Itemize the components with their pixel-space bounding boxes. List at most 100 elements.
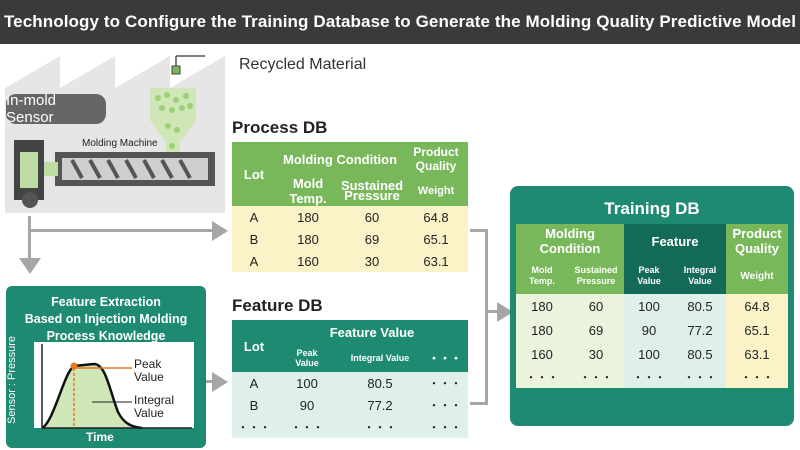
cell: 63.1: [726, 342, 788, 366]
process-weight-header: Weight: [404, 176, 469, 206]
process-lot-header: Lot: [232, 142, 276, 206]
cell: ・・・: [568, 366, 624, 388]
cell: ・・・: [726, 366, 788, 388]
cell: 69: [568, 318, 624, 342]
table-row: 180 60 100 80.5 64.8: [516, 294, 788, 318]
cell: 90: [624, 318, 674, 342]
cell: 30: [340, 250, 405, 272]
cell: 77.2: [674, 318, 726, 342]
recycled-material-label: Recycled Material: [239, 56, 367, 73]
time-axis-label: Time: [86, 430, 114, 444]
process-pq-line2: Quality: [415, 159, 457, 173]
cell: ・・・: [516, 366, 568, 388]
cell: ・・・: [232, 416, 276, 438]
merge-line-top: [470, 229, 488, 232]
training-sustained-line1: Sustained: [574, 265, 618, 275]
cell: 64.8: [404, 206, 469, 228]
cell: 100: [624, 342, 674, 366]
cell: 180: [276, 228, 340, 250]
training-molding-line2: Condition: [539, 241, 601, 256]
training-mold-line2: Temp.: [529, 276, 555, 286]
feature-integral-header: Integral Value: [338, 344, 422, 372]
training-product-line1: Product: [732, 226, 782, 241]
cell: ・・・: [422, 372, 469, 394]
cell: 80.5: [338, 372, 422, 394]
process-sustained-line1: Sustained: [340, 178, 404, 193]
feature-extraction-line3: Process Knowledge: [46, 329, 166, 343]
cell: 65.1: [726, 318, 788, 342]
training-molding-line1: Molding: [545, 226, 595, 241]
table-row: B 90 77.2 ・・・: [232, 394, 469, 416]
arrow-down-head: [19, 258, 41, 274]
arrow-down-line: [28, 216, 31, 266]
cell: 100: [624, 294, 674, 318]
integral-label-line1: Integral: [134, 393, 175, 407]
process-molding-condition-header: Molding Condition: [276, 142, 405, 176]
cell: 30: [568, 342, 624, 366]
cell: A: [232, 250, 276, 272]
table-row: ・・・ ・・・ ・・・ ・・・: [232, 416, 469, 438]
training-product-header: Product Quality: [726, 224, 788, 258]
cell: 60: [340, 206, 405, 228]
cell: 160: [276, 250, 340, 272]
pressure-curve-chart: [34, 342, 194, 430]
cell: ・・・: [422, 394, 469, 416]
feature-value-header: Feature Value: [276, 320, 469, 344]
training-sustained-header: Sustained Pressure: [568, 258, 624, 294]
arrow-to-process-line: [28, 229, 214, 232]
training-integral-header: Integral Value: [674, 258, 726, 294]
training-sustained-line2: Pressure: [576, 276, 616, 286]
cell: 60: [568, 294, 624, 318]
training-product-line2: Quality: [734, 241, 780, 256]
cell: 100: [276, 372, 338, 394]
in-mold-sensor-label: In-mold Sensor: [6, 92, 106, 126]
training-peak-line1: Peak: [638, 265, 660, 275]
process-product-quality-header: Product Quality: [404, 142, 469, 176]
table-row: A 160 30 63.1: [232, 250, 469, 272]
integral-label-line2: Value: [134, 406, 164, 420]
process-pq-line1: Product: [413, 145, 459, 159]
table-row: B 180 69 65.1: [232, 228, 469, 250]
process-mold-temp-header: Mold Temp.: [276, 176, 340, 206]
table-row: A 100 80.5 ・・・: [232, 372, 469, 394]
training-mold-temp-header: Mold Temp.: [516, 258, 568, 294]
training-molding-header: Molding Condition: [516, 224, 624, 258]
feature-peak-line1: Peak: [296, 348, 318, 358]
training-weight-header: Weight: [726, 258, 788, 294]
peak-label-line2: Value: [134, 370, 164, 384]
peak-value-label: Peak Value: [134, 358, 164, 384]
cell: ・・・: [422, 416, 469, 438]
training-peak-line2: Value: [637, 276, 661, 286]
table-row: ・・・ ・・・ ・・・ ・・・ ・・・: [516, 366, 788, 388]
cell: ・・・: [276, 416, 338, 438]
cell: B: [232, 394, 276, 416]
arrow-to-training-head: [497, 302, 513, 322]
cell: B: [232, 228, 276, 250]
cell: A: [232, 206, 276, 228]
merge-line-bottom: [470, 402, 488, 405]
training-db-title: Training DB: [604, 199, 700, 218]
feature-dots-header: ・・・: [422, 344, 469, 372]
factory-illustration: [5, 55, 225, 213]
training-integral-line2: Value: [688, 276, 712, 286]
cell: 90: [276, 394, 338, 416]
process-db-table: Lot Molding Condition Product Quality Mo…: [232, 142, 469, 272]
feature-db-title: Feature DB: [232, 296, 323, 315]
merge-line-vertical: [485, 229, 488, 405]
peak-label-line1: Peak: [134, 357, 162, 371]
cell: 69: [340, 228, 405, 250]
feature-peak-header: Peak Value: [276, 344, 338, 372]
sensor-pressure-axis-label: Sensor : Pressure: [6, 335, 18, 424]
feature-extraction-line2: Based on Injection Molding: [24, 312, 188, 326]
process-sustained-header: Sustained Pressure: [340, 176, 405, 206]
cell: 77.2: [338, 394, 422, 416]
cell: 180: [516, 294, 568, 318]
table-row: 180 69 90 77.2 65.1: [516, 318, 788, 342]
training-peak-header: Peak Value: [624, 258, 674, 294]
cell: 160: [516, 342, 568, 366]
process-sustained-line2: Pressure: [344, 188, 400, 203]
cell: 80.5: [674, 342, 726, 366]
cell: 63.1: [404, 250, 469, 272]
feature-db-table: Lot Feature Value Peak Value Integral Va…: [232, 320, 469, 438]
feature-lot-header: Lot: [232, 320, 276, 372]
